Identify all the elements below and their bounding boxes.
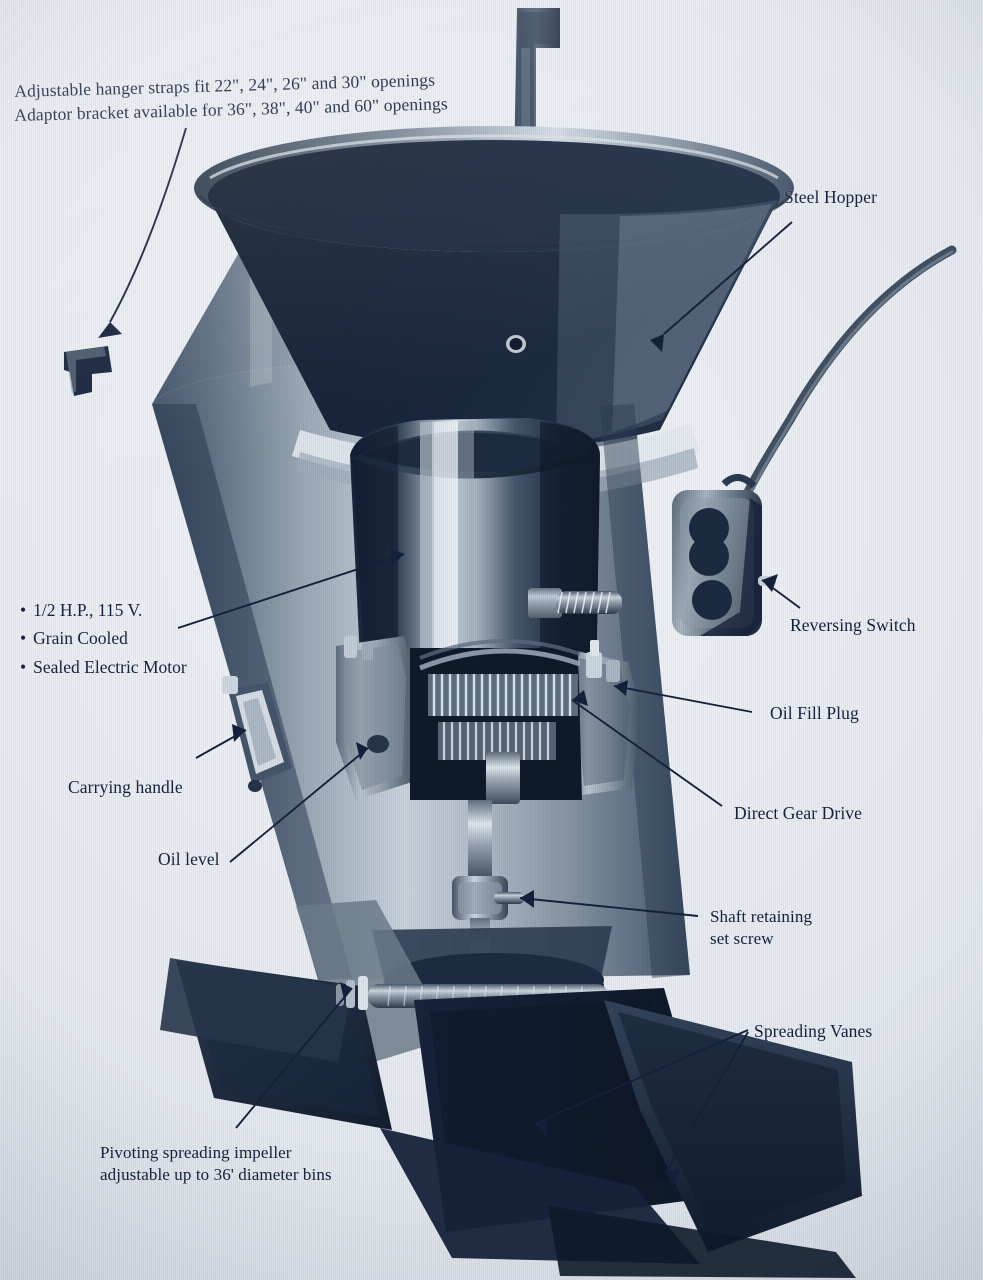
switch-button-3 [692, 580, 732, 620]
electric-motor [350, 418, 600, 731]
gear-large-upper [428, 674, 578, 716]
callout-shaft-set-screw-line1: Shaft retaining [710, 907, 813, 926]
leader-motor-specs [177, 553, 405, 629]
switch-cable [743, 245, 957, 497]
oil-fill-plug [586, 640, 620, 682]
callout-oil-fill-plug: Oil Fill Plug [770, 703, 859, 723]
callout-steel-hopper: Steel Hopper [784, 187, 878, 207]
callout-impeller-line2: adjustable up to 36' diameter bins [100, 1165, 332, 1184]
leader-impeller [235, 987, 353, 1129]
motor-spec-0: 1/2 H.P., 115 V. [20, 596, 187, 624]
carrying-handle [222, 676, 292, 792]
callout-oil-level: Oil level [158, 849, 220, 869]
callout-leaders [109, 127, 801, 1173]
leader-hanger-straps [109, 127, 187, 323]
leader-oil-fill-plug [613, 685, 753, 713]
leader-spreading-vanes-b [665, 1031, 749, 1173]
spreading-impeller [160, 900, 862, 1278]
callout-arrowheads [98, 322, 778, 1186]
motor-spec-1: Grain Cooled [20, 624, 187, 652]
motor-bolt [528, 588, 622, 618]
shaft-retaining-set-screw [494, 892, 524, 904]
callout-spreading-vanes: Spreading Vanes [754, 1021, 873, 1041]
direct-gear-drive [336, 636, 640, 804]
callout-carrying-handle: Carrying handle [68, 777, 183, 797]
leader-oil-level [229, 747, 369, 863]
reversing-switch [672, 245, 957, 636]
motor-spec-list: 1/2 H.P., 115 V. Grain Cooled Sealed Ele… [20, 596, 187, 681]
shaft-retaining-collar [452, 876, 524, 920]
leader-direct-gear-drive [571, 699, 723, 807]
leader-steel-hopper [663, 221, 793, 335]
callout-impeller-line1: Pivoting spreading impeller [100, 1143, 292, 1162]
motor-spec-2: Sealed Electric Motor [20, 653, 187, 681]
hanger-hook-bracket [64, 346, 112, 396]
switch-button-1 [689, 508, 729, 548]
callout-shaft-set-screw-line2: set screw [710, 929, 774, 948]
leader-spreading-vanes-a [533, 1029, 749, 1125]
callout-direct-gear-drive: Direct Gear Drive [734, 803, 863, 823]
switch-button-2 [689, 536, 729, 576]
callout-reversing-switch: Reversing Switch [790, 615, 916, 635]
hopper-hole [506, 335, 526, 353]
leader-shaft-set-screw [519, 897, 699, 917]
